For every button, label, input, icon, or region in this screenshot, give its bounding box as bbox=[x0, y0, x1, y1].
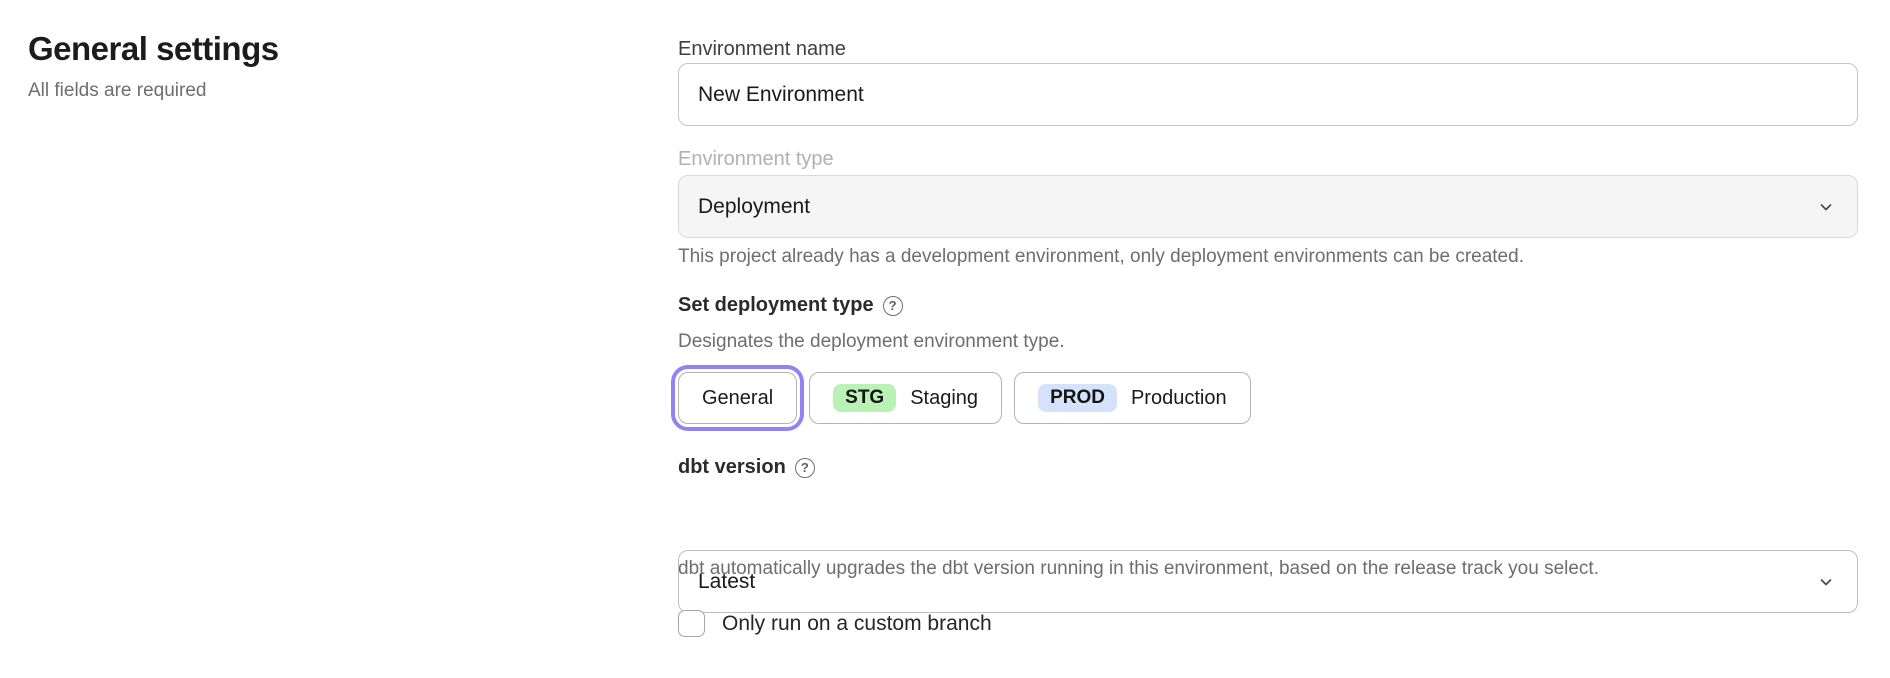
dbt-version-label: dbt version ? bbox=[678, 456, 1858, 479]
environment-name-input[interactable] bbox=[678, 63, 1858, 126]
custom-branch-label: Only run on a custom branch bbox=[722, 612, 992, 636]
dbt-version-helper: dbt automatically upgrades the dbt versi… bbox=[678, 558, 1858, 580]
deployment-type-staging-button[interactable]: STG Staging bbox=[809, 372, 1002, 424]
help-icon[interactable]: ? bbox=[795, 458, 815, 478]
deployment-type-general-label: General bbox=[702, 387, 773, 410]
page-title: General settings bbox=[28, 30, 588, 68]
settings-intro: General settings All fields are required bbox=[28, 30, 588, 102]
custom-branch-row: Only run on a custom branch bbox=[678, 610, 1858, 637]
deployment-type-general-button[interactable]: General bbox=[678, 372, 797, 424]
environment-type-value: Deployment bbox=[698, 195, 810, 219]
custom-branch-checkbox[interactable] bbox=[678, 610, 705, 637]
page-subtitle: All fields are required bbox=[28, 80, 588, 102]
environment-name-label: Environment name bbox=[678, 38, 1858, 61]
environment-type-helper: This project already has a development e… bbox=[678, 246, 1858, 268]
chevron-down-icon bbox=[1817, 198, 1835, 216]
environment-type-label: Environment type bbox=[678, 148, 1858, 171]
deployment-type-helper: Designates the deployment environment ty… bbox=[678, 331, 1858, 353]
dbt-version-label-text: dbt version bbox=[678, 456, 786, 479]
deployment-type-production-button[interactable]: PROD Production bbox=[1014, 372, 1251, 424]
deployment-type-label: Set deployment type ? bbox=[678, 294, 1858, 317]
environment-type-select: Deployment bbox=[678, 175, 1858, 238]
deployment-type-label-text: Set deployment type bbox=[678, 294, 874, 317]
deployment-type-options: General STG Staging PROD Production bbox=[678, 372, 1858, 424]
deployment-type-staging-label: Staging bbox=[910, 387, 978, 410]
staging-badge: STG bbox=[833, 384, 896, 412]
production-badge: PROD bbox=[1038, 384, 1117, 412]
deployment-type-production-label: Production bbox=[1131, 387, 1227, 410]
help-icon[interactable]: ? bbox=[883, 296, 903, 316]
environment-settings-form: Environment name Environment type Deploy… bbox=[678, 0, 1858, 678]
